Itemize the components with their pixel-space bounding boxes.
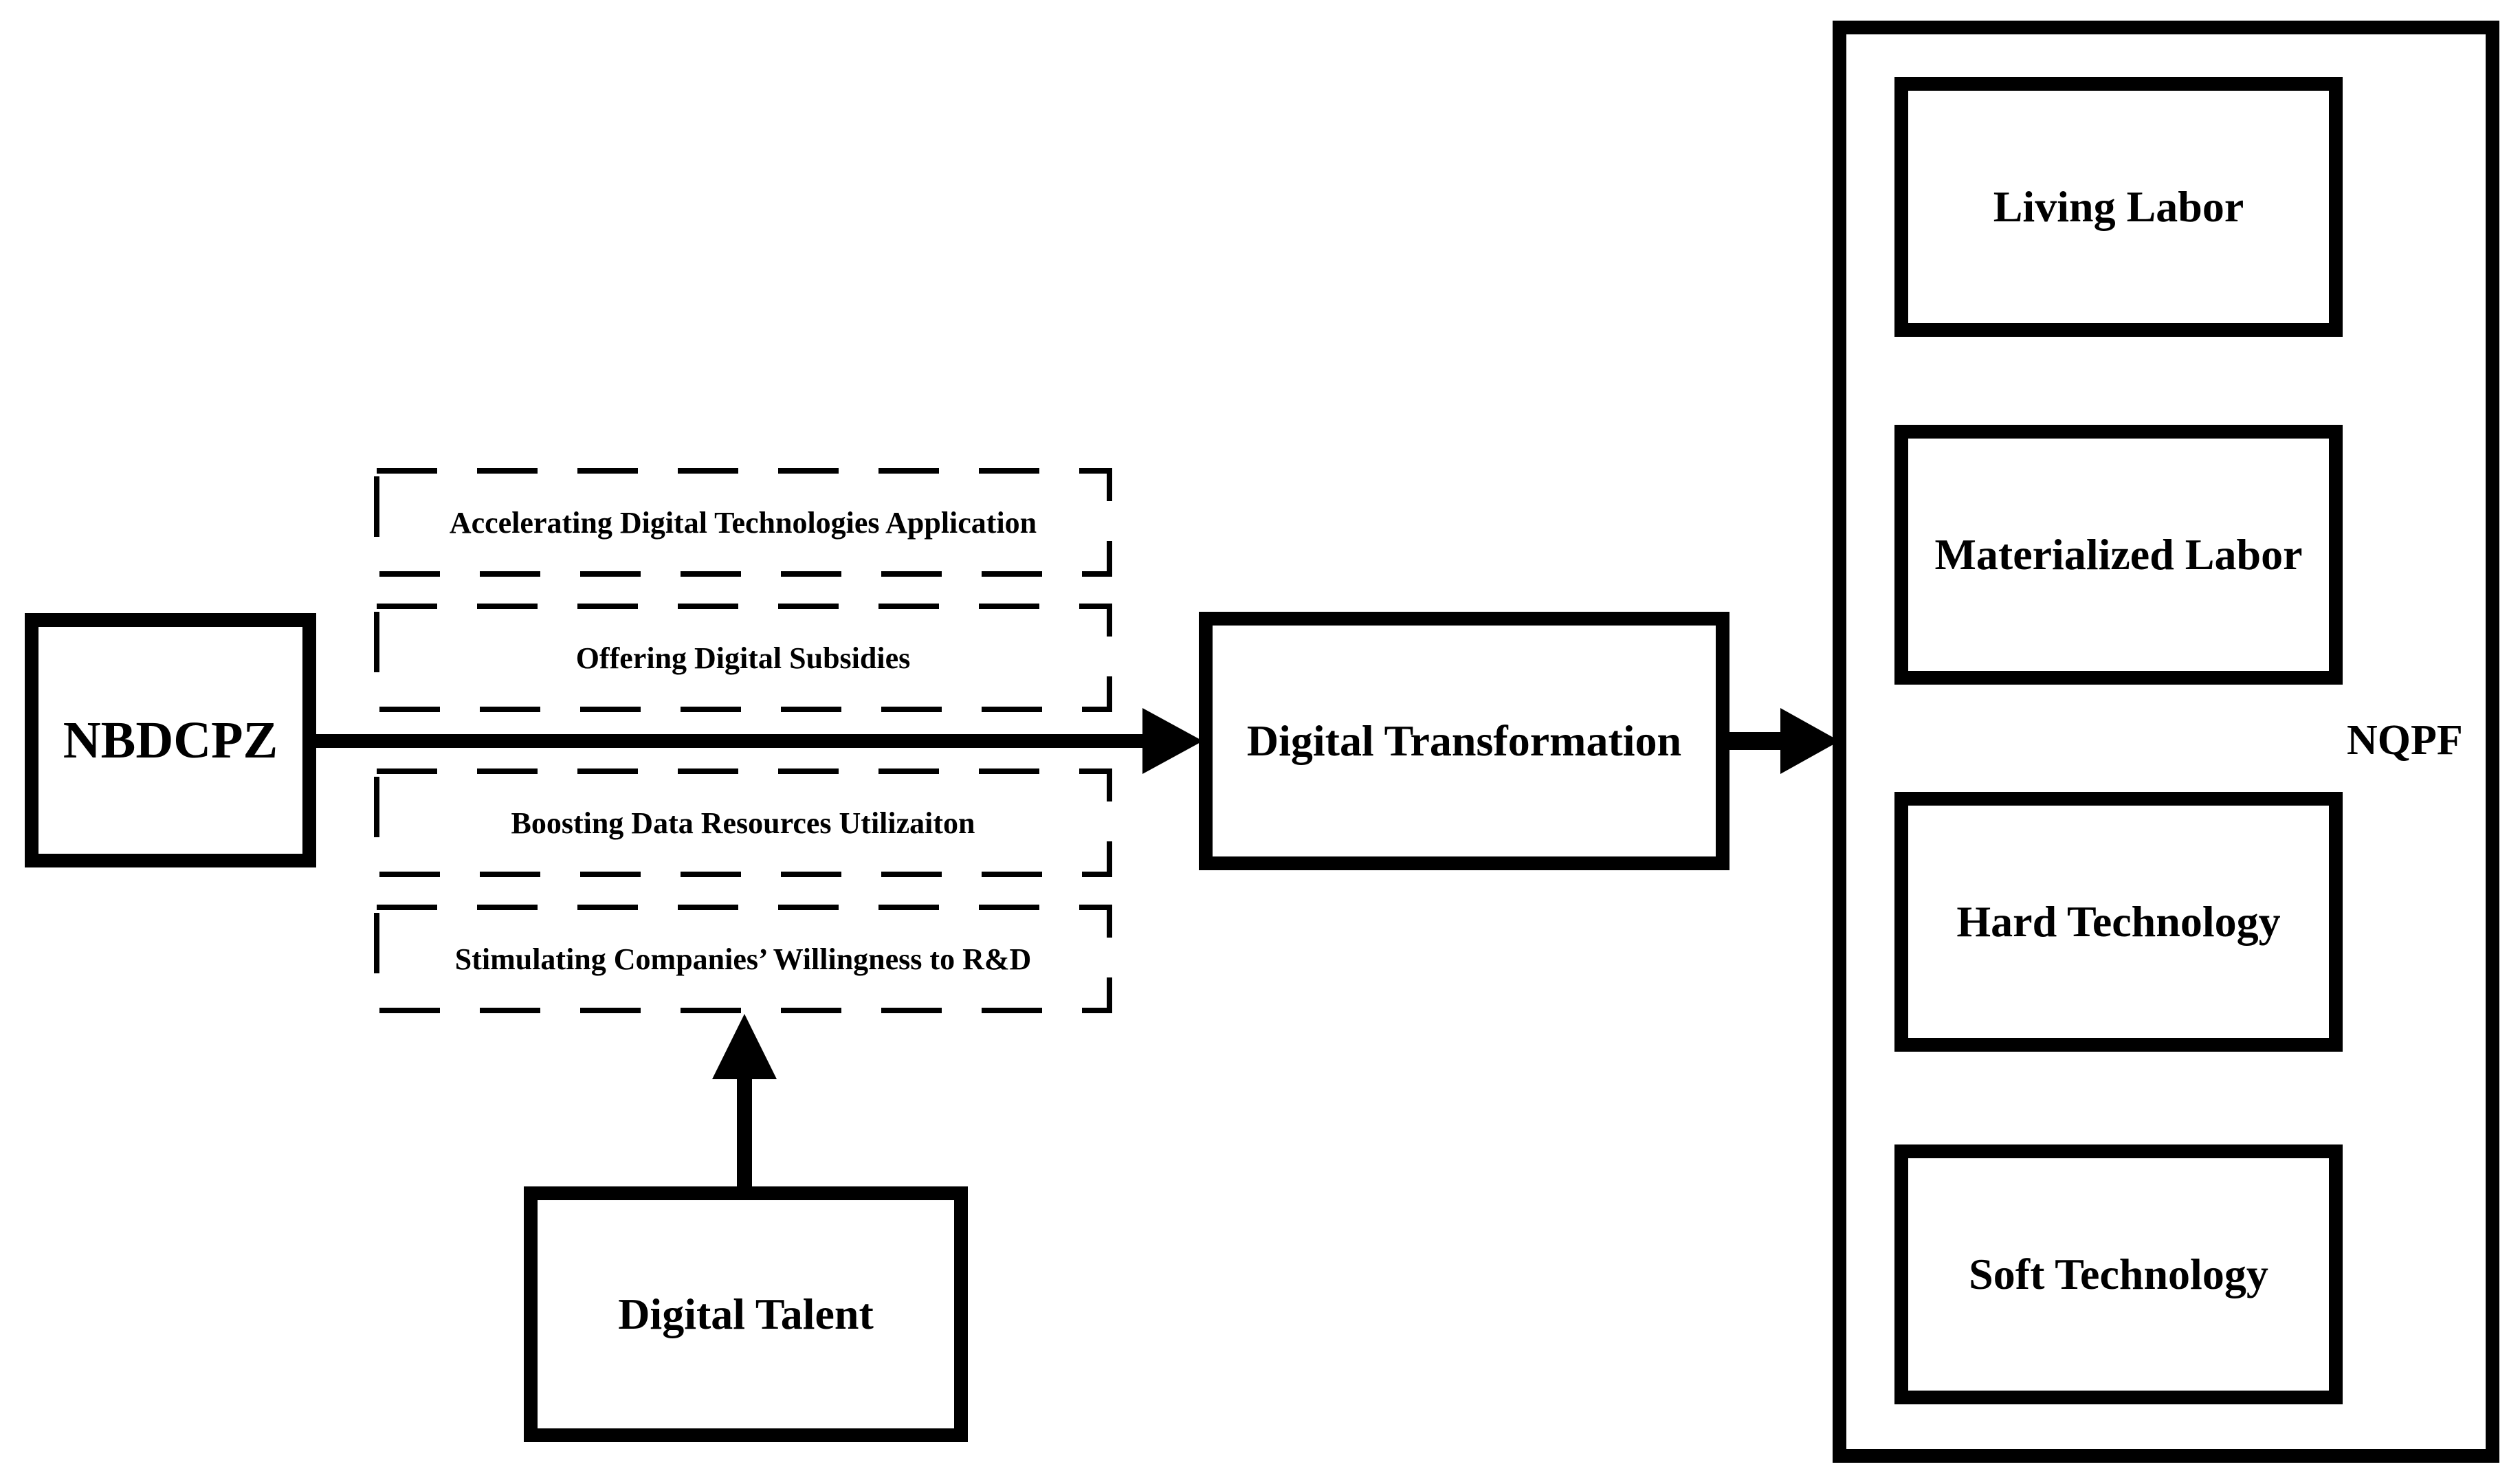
mechanism-frame-1 — [374, 468, 1112, 577]
mechanism-3-label: Boosting Data Resources Utilizaiton — [511, 806, 975, 840]
mechanism-frame-3 — [374, 768, 1112, 877]
outcome-component-label: Living Labor — [1993, 182, 2244, 231]
outcome-container — [1833, 21, 2499, 1463]
outcome-component-label: Materialized Labor — [1934, 530, 2303, 579]
mechanism-4-label: Stimulating Companies’ Willingness to R&… — [454, 942, 1032, 976]
moderator-node: Digital Talent — [524, 1186, 968, 1442]
source-label: NBDCPZ — [63, 711, 278, 769]
outcome-component-materialized-labor: Materialized Labor — [1894, 425, 2343, 685]
outcome-component-hard-technology: Hard Technology — [1894, 792, 2343, 1052]
source-node: NBDCPZ — [25, 613, 316, 867]
outcome-component-label: Hard Technology — [1956, 897, 2281, 946]
moderator-label: Digital Talent — [618, 1290, 874, 1338]
outcome-component-label: Soft Technology — [1969, 1250, 2268, 1298]
mechanism-2-label: Offering Digital Subsidies — [575, 641, 911, 675]
mechanism-frame-2 — [374, 604, 1112, 712]
arrow-mediator-to-outcome-head — [1780, 708, 1839, 774]
outcome-component-living-labor: Living Labor — [1894, 77, 2343, 337]
mechanism-4: Stimulating Companies’ Willingness to R&… — [377, 907, 1109, 1010]
mechanism-1: Accelerating Digital Technologies Applic… — [377, 471, 1109, 574]
arrow-moderator-head — [712, 1014, 777, 1079]
mechanism-1-label: Accelerating Digital Technologies Applic… — [449, 505, 1037, 540]
arrow-source-to-mediator-head — [1142, 708, 1203, 774]
mechanism-3: Boosting Data Resources Utilizaiton — [377, 771, 1109, 874]
mechanism-2: Offering Digital Subsidies — [377, 606, 1109, 709]
outcome-component-soft-technology: Soft Technology — [1894, 1144, 2343, 1404]
mechanism-frame-4 — [374, 905, 1112, 1013]
mediator-node: Digital Transformation — [1199, 612, 1729, 870]
mediator-label: Digital Transformation — [1246, 716, 1682, 765]
outcome-label: NQPF — [2347, 717, 2463, 764]
